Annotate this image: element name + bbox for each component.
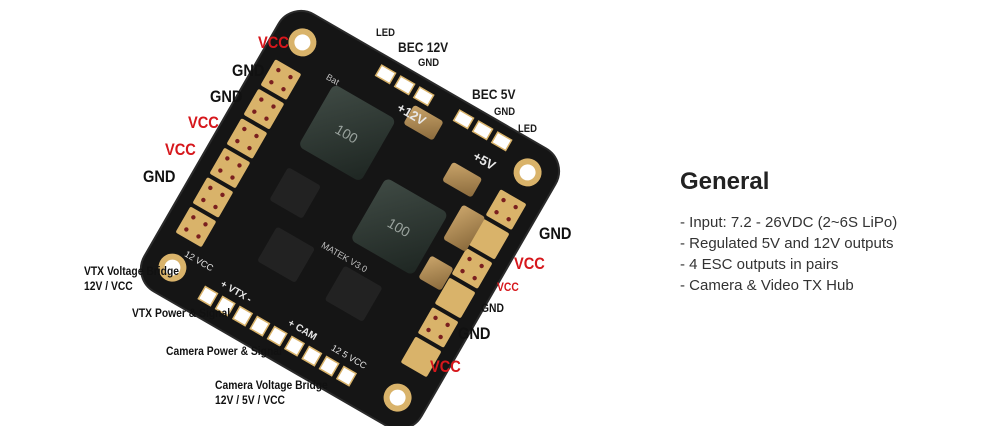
label-gnd-right-1: GND (539, 224, 572, 243)
label-vtx-power-signal: VTX Power & Signal (132, 306, 231, 320)
info-list: - Input: 7.2 - 26VDC (2~6S LiPo) - Regul… (680, 212, 897, 296)
label-camera-voltage-bridge: Camera Voltage Bridge (215, 378, 328, 392)
label-gnd-top-3: GND (210, 87, 243, 106)
label-bec-5v-gnd: GND (494, 106, 516, 118)
info-item: - Camera & Video TX Hub (680, 277, 854, 294)
inductor-1 (300, 85, 395, 180)
info-item: - 4 ESC outputs in pairs (680, 256, 839, 273)
label-gnd-top-2: GND (232, 61, 265, 80)
label-vtx-voltage-bridge-values: 12V / VCC (84, 279, 133, 293)
info-item: - Input: 7.2 - 26VDC (2~6S LiPo) (680, 214, 898, 231)
label-vtx-voltage-bridge: VTX Voltage Bridge (84, 264, 180, 278)
label-vcc-top-1: VCC (258, 33, 289, 52)
label-gnd-top-6: GND (143, 167, 176, 186)
label-gnd-right-5: GND (458, 324, 491, 343)
label-bec-12v: BEC 12V (398, 39, 449, 55)
esc-pads-left (176, 59, 301, 247)
label-led-top: LED (376, 27, 395, 39)
info-title: General (680, 168, 770, 195)
label-camera-power-signal: Camera Power & Signal (166, 344, 282, 358)
info-item: - Regulated 5V and 12V outputs (680, 235, 894, 252)
inductor-2 (352, 179, 447, 274)
label-led-right: LED (518, 123, 537, 135)
label-vcc-right-2: VCC (514, 254, 545, 273)
label-vcc-top-5: VCC (165, 140, 196, 159)
label-vcc-right-3: VCC (497, 280, 519, 294)
label-vcc-right-6: VCC (430, 357, 461, 376)
label-vcc-top-4: VCC (188, 113, 219, 132)
label-camera-voltage-bridge-values: 12V / 5V / VCC (215, 393, 285, 407)
label-bec-5v: BEC 5V (472, 86, 516, 102)
esc-pads-right (401, 189, 526, 377)
label-gnd-right-4: GND (481, 301, 504, 315)
label-bec-12v-gnd: GND (418, 57, 440, 69)
